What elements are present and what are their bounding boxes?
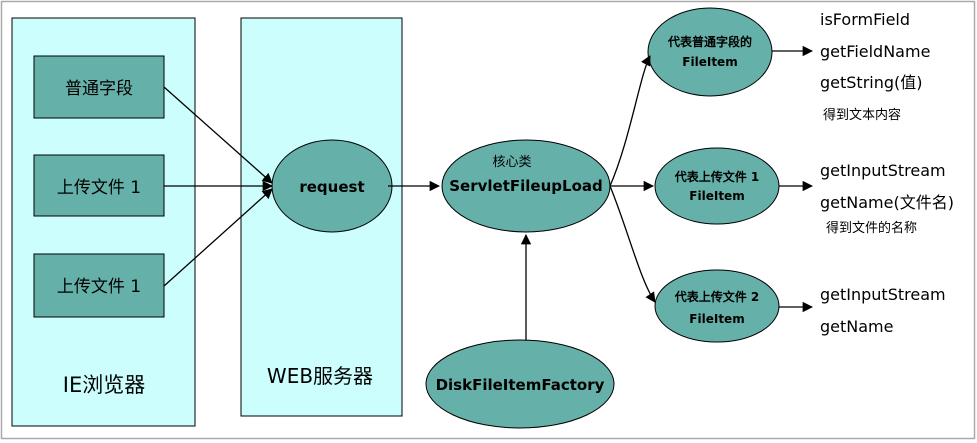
arrow-normal-to-request (163, 86, 273, 184)
request-label: request (299, 178, 364, 196)
fileitem-title-upload-1: 代表上传文件 1 (674, 169, 760, 184)
fileitem-node-upload-2 (654, 269, 780, 343)
method-text: getFieldName (820, 42, 930, 61)
core-label: ServletFileupLoad (449, 177, 602, 195)
fileitem-subtitle-upload-1: FileItem (689, 189, 744, 203)
field-box-normal (33, 55, 165, 119)
method-note: 得到文件的名称 (826, 220, 917, 236)
fileitem-node-normal (647, 7, 773, 97)
arrow-core-to-fileitem-normal (609, 55, 651, 187)
field-label-upload-1: 上传文件 1 (57, 178, 141, 198)
method-text: getInputStream (820, 285, 946, 304)
factory-label: DiskFileItemFactory (436, 376, 605, 394)
method-text: getName(文件名) (820, 193, 954, 212)
method-note: 得到文本内容 (823, 107, 901, 123)
fileitem-title-normal: 代表普通字段的 (667, 34, 752, 49)
browser-label: IE浏览器 (63, 373, 145, 397)
method-text: getName (820, 317, 893, 336)
field-label-normal: 普通字段 (65, 79, 133, 99)
method-text: isFormField (820, 10, 910, 29)
fileitem-subtitle-upload-2: FileItem (689, 312, 744, 326)
fileitem-subtitle-normal: FileItem (682, 55, 737, 69)
field-label-upload-2: 上传文件 1 (57, 277, 141, 297)
field-box-upload-2 (33, 253, 165, 318)
factory-node (425, 339, 615, 429)
method-text: getInputStream (820, 161, 946, 180)
fileitem-node-upload-1 (654, 147, 780, 225)
fileitem-title-upload-2: 代表上传文件 2 (674, 289, 760, 304)
server-label: WEB服务器 (267, 364, 373, 388)
core-caption: 核心类 (492, 155, 531, 170)
method-text: getString(值) (820, 73, 923, 92)
arrow-core-to-fileitem-upload-2 (609, 185, 656, 303)
arrow-upload2-to-request (163, 188, 273, 287)
